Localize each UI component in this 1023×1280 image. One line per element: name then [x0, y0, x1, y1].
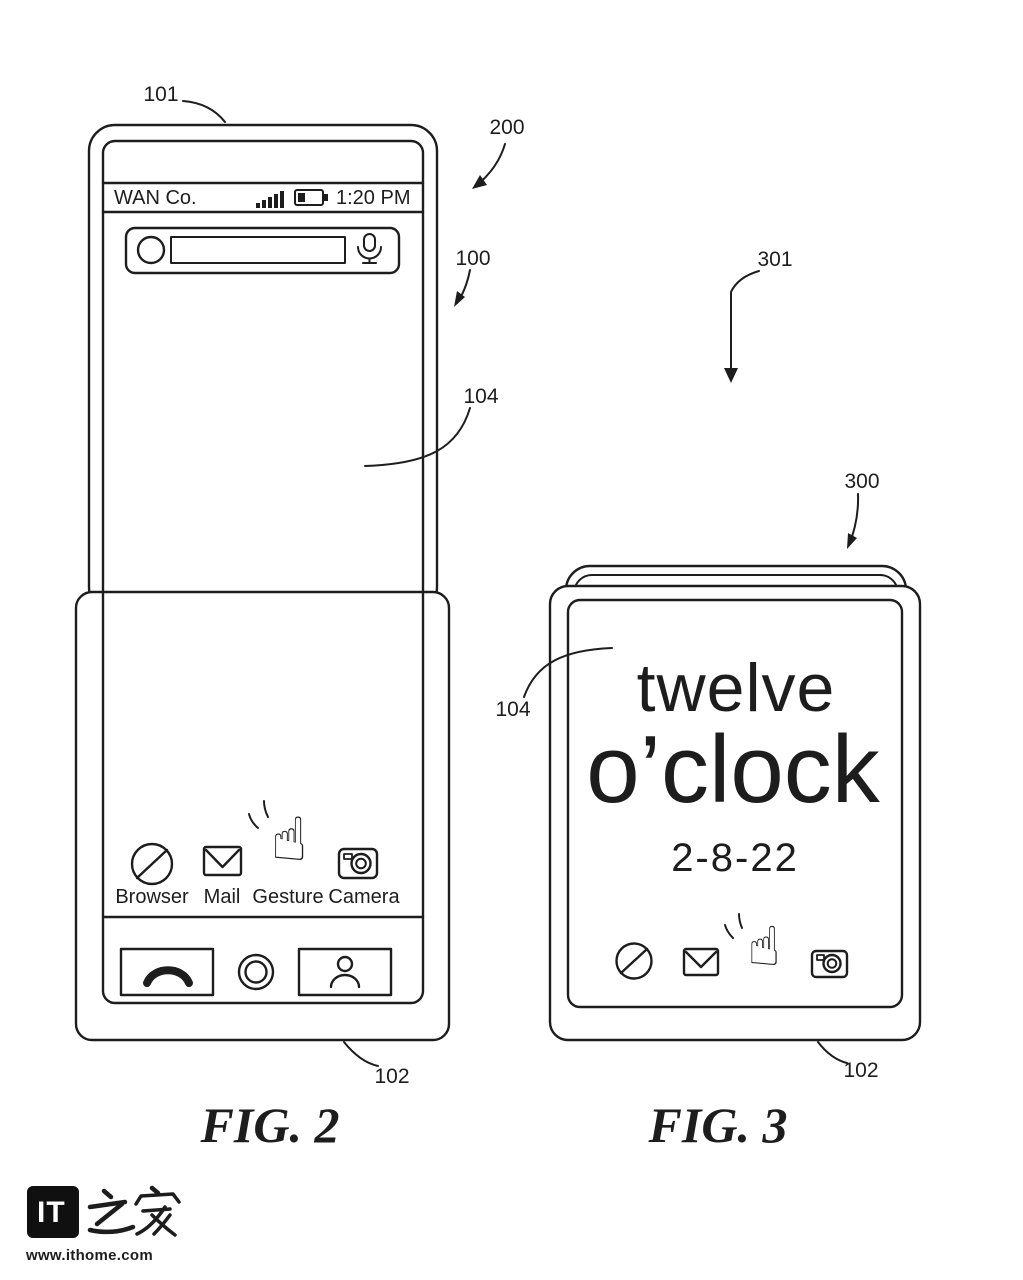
phone-key	[119, 947, 215, 997]
clock-label: 1:20 PM	[336, 187, 411, 209]
logo-it-text: IT	[37, 1196, 66, 1229]
fig2-status-bar	[101, 181, 425, 214]
ref-200: 200	[489, 116, 525, 139]
leader-102-left	[343, 1041, 379, 1067]
ref-300: 300	[844, 470, 880, 493]
fig2-device	[74, 123, 451, 1042]
fig2-dock	[119, 947, 393, 997]
app-label-browser: Browser	[115, 886, 189, 908]
contact-icon	[329, 955, 361, 989]
leader-101	[182, 100, 226, 123]
leader-104-right	[523, 647, 613, 698]
browser-icon	[130, 842, 174, 886]
microphone-icon	[357, 233, 382, 264]
ref-100: 100	[455, 247, 491, 270]
signal-bars-icon	[256, 191, 284, 208]
fig3-screen	[566, 598, 904, 1009]
fig2-search-bar	[124, 226, 401, 275]
battery-icon	[294, 189, 328, 206]
fig2-app-icons	[130, 800, 379, 886]
camera-icon	[337, 847, 379, 880]
clock-word-bottom: o’clock	[586, 716, 880, 823]
phone-handset-icon	[143, 966, 193, 987]
gesture-hand-icon: ☝	[747, 915, 781, 978]
fig3-caption: FIG. 3	[648, 1097, 788, 1153]
fig2-body	[74, 590, 451, 1042]
tap-motion-lines	[724, 913, 743, 939]
mail-icon	[202, 845, 243, 877]
camera-icon	[810, 949, 849, 979]
fig3-leaders	[523, 270, 860, 1064]
clock-word-top: twelve	[636, 650, 836, 726]
tap-motion-lines	[248, 800, 269, 829]
ref-102-right: 102	[843, 1059, 879, 1082]
search-input-box	[170, 236, 346, 264]
ref-104-right: 104	[495, 698, 531, 721]
leader-104-left	[364, 407, 471, 467]
logo-cjk-strokes	[87, 1185, 181, 1237]
globe-circle-icon	[136, 235, 166, 265]
carrier-label: WAN Co.	[114, 187, 197, 209]
home-ring-icon	[237, 953, 275, 991]
app-label-mail: Mail	[203, 886, 241, 908]
clock-date: 2-8-22	[671, 836, 799, 880]
app-label-gesture: Gesture	[252, 886, 324, 908]
fig3-icon-row	[615, 913, 849, 980]
ref-101: 101	[143, 83, 179, 106]
leader-102-right	[817, 1041, 848, 1064]
fig2-caption: FIG. 2	[200, 1097, 340, 1153]
contacts-key	[297, 947, 393, 997]
browser-icon	[615, 942, 653, 980]
ithome-logo	[27, 1185, 181, 1238]
gesture-hand-icon: ☝	[270, 805, 308, 875]
arrow-301	[730, 270, 760, 377]
fig3-body	[548, 584, 922, 1042]
ref-104-left: 104	[463, 385, 499, 408]
logo-square	[27, 1186, 79, 1238]
fig2-screen	[101, 139, 425, 1005]
ref-102-left: 102	[374, 1065, 410, 1088]
app-label-camera: Camera	[328, 886, 400, 908]
fig3-device	[548, 564, 922, 1042]
ref-301: 301	[757, 248, 793, 271]
site-url: www.ithome.com	[26, 1247, 153, 1264]
fig2-leaders	[182, 100, 506, 1067]
mail-icon	[682, 947, 720, 977]
